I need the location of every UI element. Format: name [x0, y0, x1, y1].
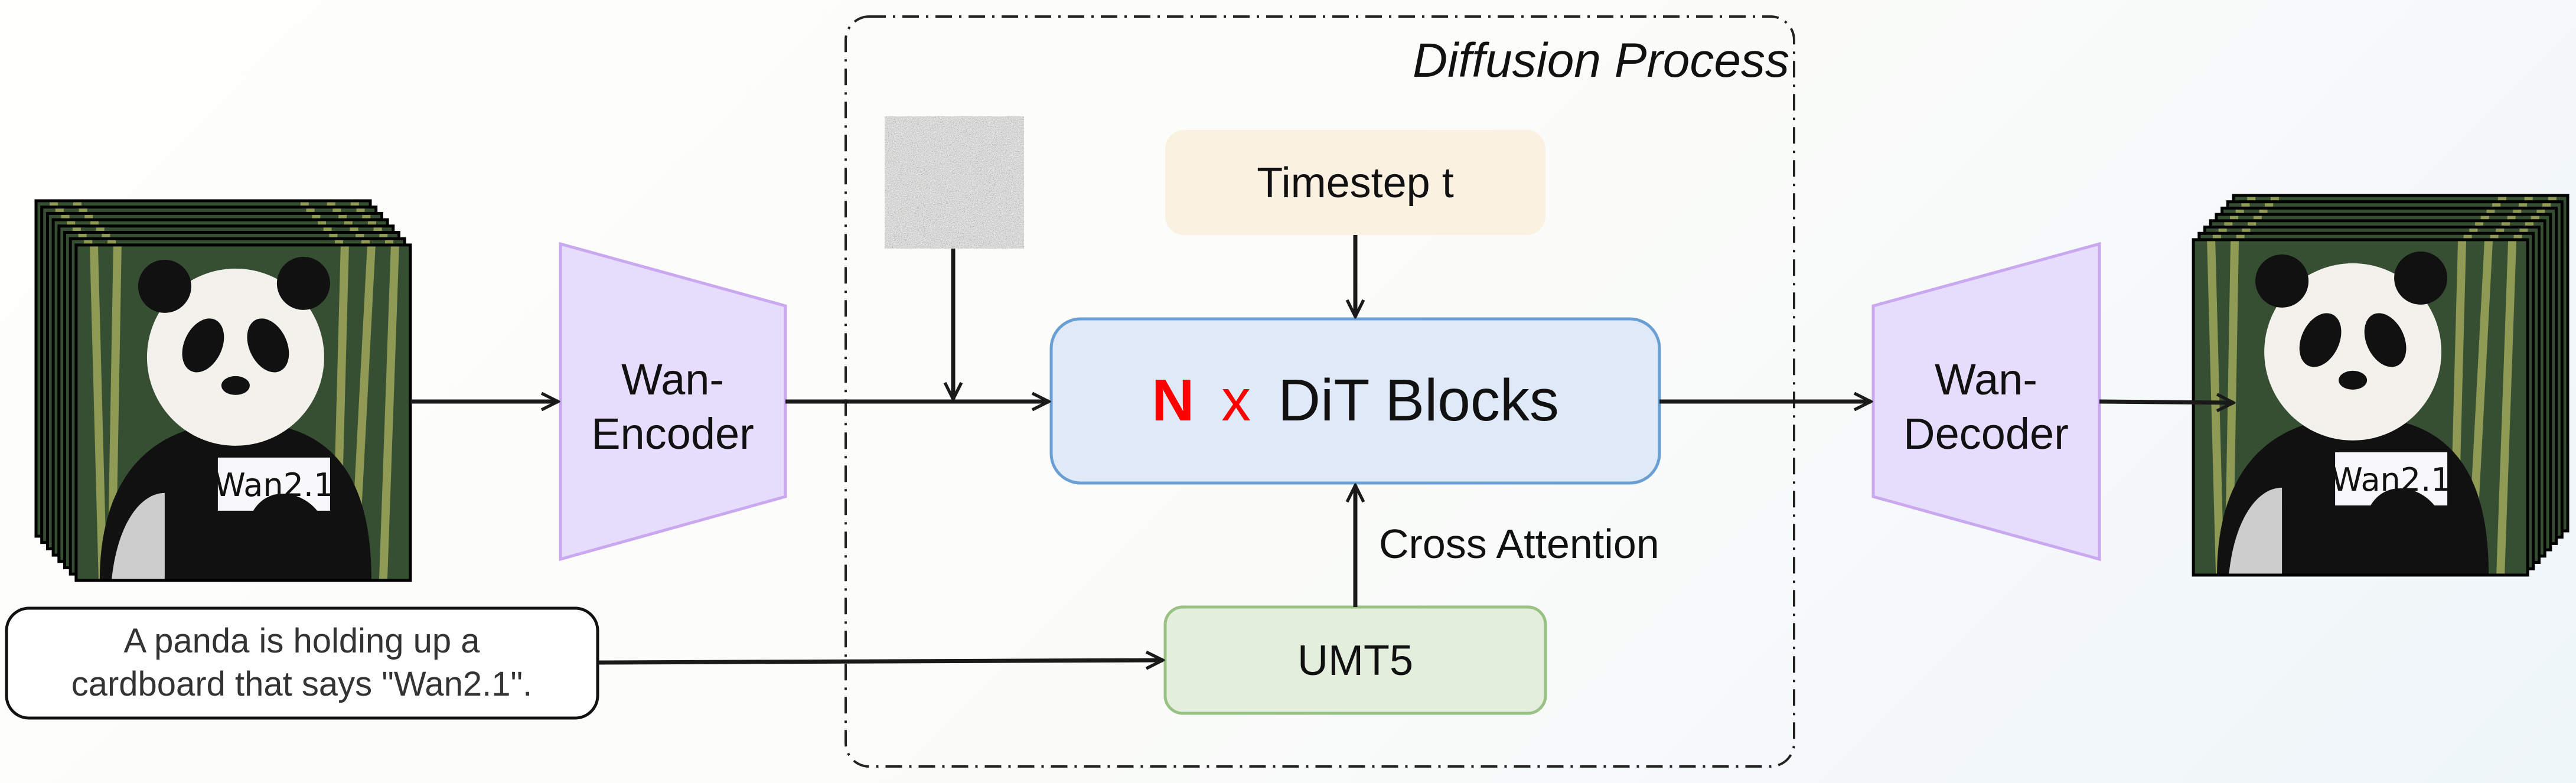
timestep-label: Timestep t [1257, 159, 1453, 207]
dit-multiplier: N [1152, 367, 1194, 433]
timestep-box: Timestep t [1165, 130, 1545, 235]
dit-blocks-box: N x DiT Blocks [1049, 317, 1661, 485]
diffusion-process-title: Diffusion Process [1413, 34, 1789, 87]
input-video-frames [34, 199, 412, 582]
dit-times: x [1221, 367, 1251, 433]
cross-attention-label: Cross Attention [1379, 521, 1659, 567]
dit-label: DiT Blocks [1278, 367, 1559, 433]
wan-encoder: Wan- Encoder [559, 242, 787, 562]
decoder-label-line2: Decoder [1903, 409, 2069, 458]
wan-decoder: Wan- Decoder [1871, 242, 2101, 562]
diffusion-process-container [844, 15, 1795, 768]
encoder-label-line2: Encoder [591, 409, 754, 458]
arrows [410, 235, 2233, 663]
arrow-decoder-to-video [2099, 402, 2233, 403]
arrow-prompt-to-umt5 [597, 660, 1163, 663]
prompt-line2: cardboard that says "Wan2.1". [71, 665, 533, 703]
output-video-frames [2192, 194, 2570, 577]
video-frame [2192, 238, 2529, 577]
encoder-label-line1: Wan- [621, 355, 724, 404]
umt5-label: UMT5 [1297, 637, 1413, 684]
decoder-label-line1: Wan- [1935, 355, 2037, 404]
noise-latent-image [885, 116, 1024, 249]
video-frame [74, 243, 412, 582]
text-prompt-box: A panda is holding up a cardboard that s… [5, 606, 599, 720]
umt5-box: UMT5 [1163, 605, 1547, 715]
prompt-line1: A panda is holding up a [123, 622, 480, 660]
svg-text:N x DiT Blocks: N x DiT Blocks [1152, 367, 1559, 433]
